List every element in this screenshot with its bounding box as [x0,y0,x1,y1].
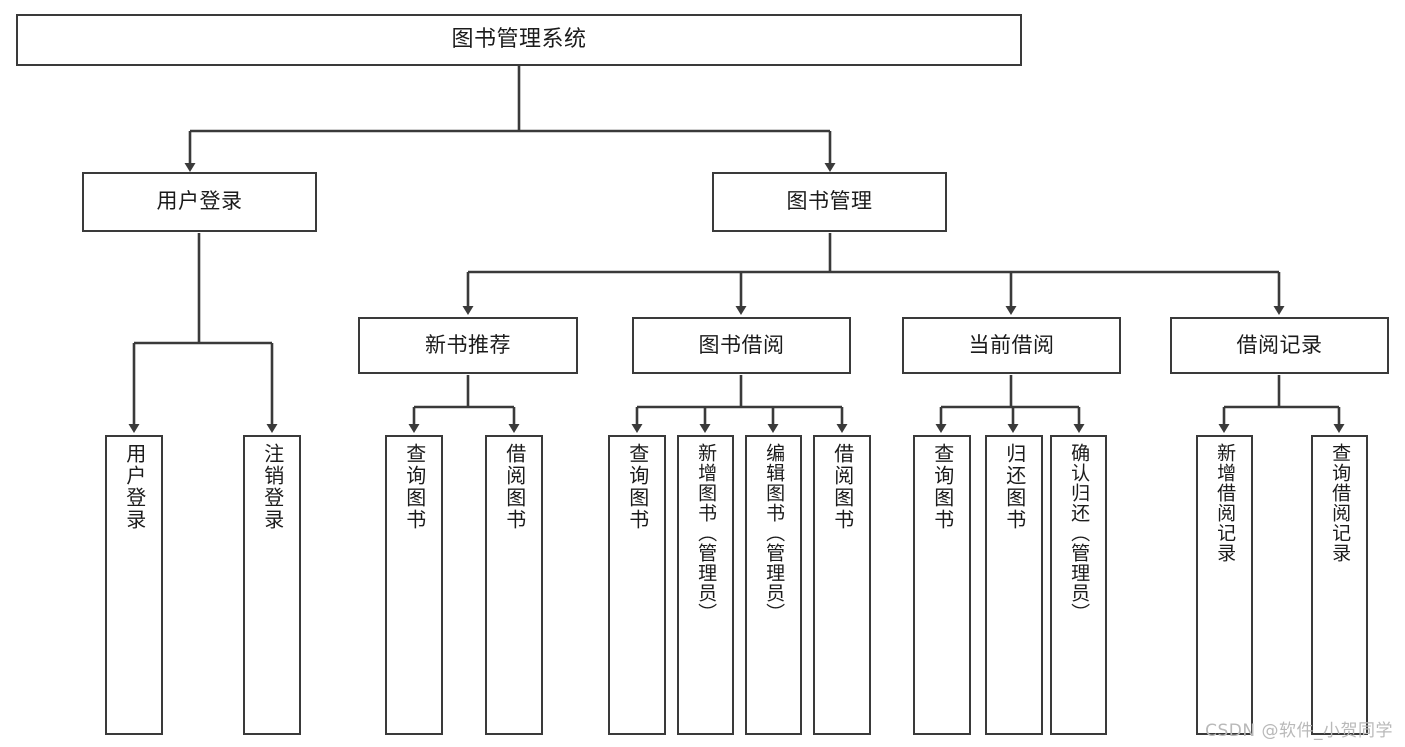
node-book-borrow[interactable]: 图书借阅 [632,317,851,374]
leaf-new-book-query[interactable]: 查询图书 [385,435,443,735]
leaf-record-query[interactable]: 查询借阅记录 [1311,435,1368,735]
leaf-current-borrow-query[interactable]: 查询图书 [913,435,971,735]
leaf-book-borrow-query-label: 查询图书 [625,443,650,531]
leaf-book-borrow-add[interactable]: 新增图书（管理员） [677,435,734,735]
leaf-user-login-logout-label: 注销登录 [260,443,285,531]
leaf-current-borrow-confirm[interactable]: 确认归还（管理员） [1050,435,1107,735]
leaf-new-book-borrow[interactable]: 借阅图书 [485,435,543,735]
leaf-book-borrow-borrow-label: 借阅图书 [830,443,855,531]
node-borrow-record[interactable]: 借阅记录 [1170,317,1389,374]
leaf-current-borrow-confirm-label: 确认归还（管理员） [1068,443,1091,623]
node-current-borrow[interactable]: 当前借阅 [902,317,1121,374]
leaf-user-login-login-label: 用户登录 [122,443,147,531]
node-current-borrow-label: 当前借阅 [968,332,1055,357]
leaf-record-add[interactable]: 新增借阅记录 [1196,435,1253,735]
leaf-book-borrow-borrow[interactable]: 借阅图书 [813,435,871,735]
node-user-login-label: 用户登录 [156,189,243,214]
leaf-book-borrow-add-label: 新增图书（管理员） [695,443,718,623]
leaf-user-login-logout[interactable]: 注销登录 [243,435,301,735]
node-user-login[interactable]: 用户登录 [82,172,317,232]
leaf-new-book-borrow-label: 借阅图书 [502,443,527,531]
node-borrow-record-label: 借阅记录 [1236,332,1323,357]
node-book-management-label: 图书管理 [786,189,873,214]
node-root-system[interactable]: 图书管理系统 [16,14,1022,66]
leaf-new-book-query-label: 查询图书 [402,443,427,531]
leaf-record-add-label: 新增借阅记录 [1214,443,1237,563]
leaf-current-borrow-return-label: 归还图书 [1002,443,1027,531]
leaf-record-query-label: 查询借阅记录 [1329,443,1352,563]
leaf-user-login-login[interactable]: 用户登录 [105,435,163,735]
watermark: CSDN @软件_小贺同学 [1205,721,1393,741]
node-book-borrow-label: 图书借阅 [698,332,785,357]
node-new-book-recommend-label: 新书推荐 [425,332,511,357]
leaf-book-borrow-query[interactable]: 查询图书 [608,435,666,735]
node-new-book-recommend[interactable]: 新书推荐 [358,317,578,374]
leaf-current-borrow-return[interactable]: 归还图书 [985,435,1043,735]
node-book-management[interactable]: 图书管理 [712,172,947,232]
leaf-book-borrow-edit[interactable]: 编辑图书（管理员） [745,435,802,735]
leaf-book-borrow-edit-label: 编辑图书（管理员） [763,443,786,623]
node-root-system-label: 图书管理系统 [451,26,587,52]
leaf-current-borrow-query-label: 查询图书 [930,443,955,531]
